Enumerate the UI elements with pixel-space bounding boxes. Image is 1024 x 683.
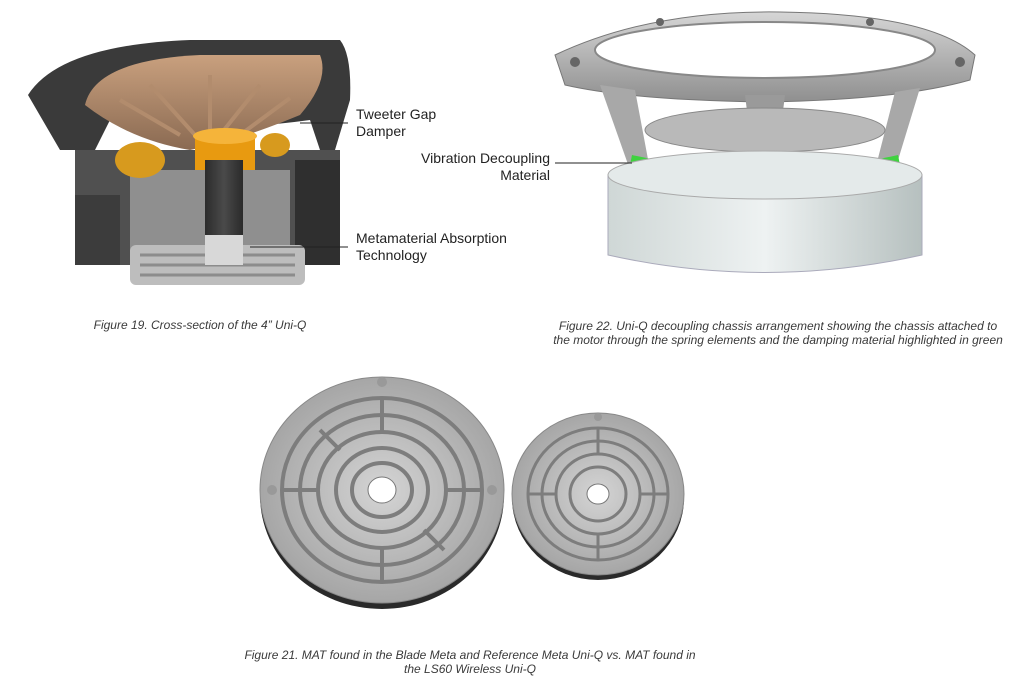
mat-discs-illustration [259, 376, 685, 609]
callout-line: Tweeter Gap [356, 106, 437, 122]
figure-22: Vibration Decoupling Material Figure 22.… [400, 0, 1024, 350]
caption-line: the motor through the spring elements an… [553, 333, 1003, 347]
caption-line: Figure 21. MAT found in the Blade Meta a… [244, 648, 696, 662]
decoupling-chassis-illustration [554, 11, 976, 273]
figure-19-caption: Figure 19. Cross-section of the 4” Uni-Q [93, 318, 307, 332]
figure-21-caption: Figure 21. MAT found in the Blade Meta a… [200, 648, 740, 676]
figure-22-caption: Figure 22. Uni-Q decoupling chassis arra… [528, 319, 1024, 347]
caption-line: the LS60 Wireless Uni-Q [404, 662, 536, 676]
callout-line: Material [500, 167, 550, 183]
caption-line: Figure 22. Uni-Q decoupling chassis arra… [558, 319, 998, 333]
mat-disc-small [511, 412, 685, 580]
uni-q-cross-section-illustration [28, 40, 351, 285]
callout-line: Metamaterial Absorption [356, 230, 507, 246]
callout-line: Vibration Decoupling [421, 150, 550, 166]
figure-21: Figure 21. MAT found in the Blade Meta a… [0, 370, 1024, 683]
callout-vibration-decoupling: Vibration Decoupling Material [410, 150, 550, 184]
callout-tweeter-gap-damper: Tweeter Gap Damper [356, 106, 436, 140]
mat-disc-large [259, 376, 505, 609]
callout-line: Technology [356, 247, 427, 263]
callout-metamaterial-absorption: Metamaterial Absorption Technology [356, 230, 507, 264]
callout-line: Damper [356, 123, 406, 139]
figure-19: Tweeter Gap Damper Metamaterial Absorpti… [0, 0, 520, 340]
